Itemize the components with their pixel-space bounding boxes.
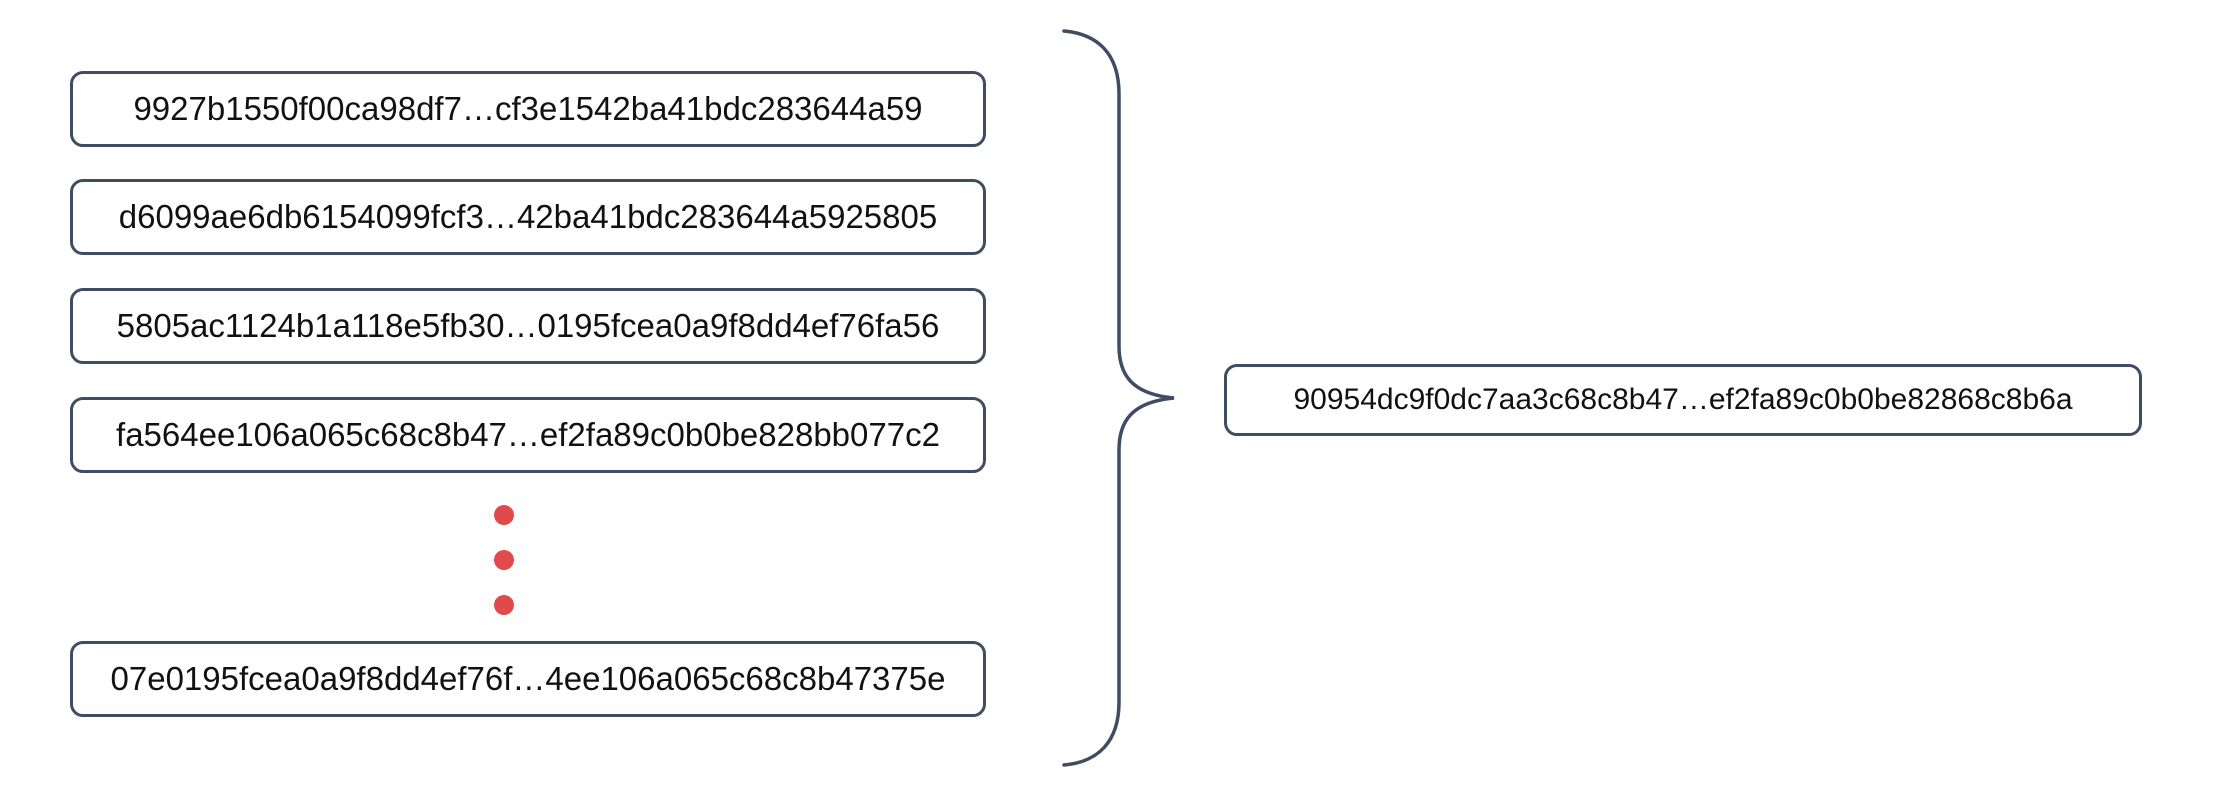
hash-block-1-text: 9927b1550f00ca98df7…cf3e1542ba41bdc28364… (133, 90, 923, 127)
combined-hash-block: 90954dc9f0dc7aa3c68c8b47…ef2fa89c0b0be82… (1224, 364, 2142, 436)
hash-block-4-text: fa564ee106a065c68c8b47…ef2fa89c0b0be828b… (116, 416, 940, 453)
hash-block-1: 9927b1550f00ca98df7…cf3e1542ba41bdc28364… (70, 71, 986, 147)
hash-block-2-text: d6099ae6db6154099fcf3…42ba41bdc283644a59… (118, 198, 938, 235)
ellipsis-dot (494, 505, 514, 525)
vertical-ellipsis (494, 505, 514, 615)
hash-block-3-text: 5805ac1124b1a118e5fb30…0195fcea0a9f8dd4e… (116, 307, 940, 344)
ellipsis-dot (494, 550, 514, 570)
hash-block-3: 5805ac1124b1a118e5fb30…0195fcea0a9f8dd4e… (70, 288, 986, 364)
hash-block-2: d6099ae6db6154099fcf3…42ba41bdc283644a59… (70, 179, 986, 255)
hash-block-last: 07e0195fcea0a9f8dd4ef76f…4ee106a065c68c8… (70, 641, 986, 717)
hash-block-4: fa564ee106a065c68c8b47…ef2fa89c0b0be828b… (70, 397, 986, 473)
ellipsis-dot (494, 595, 514, 615)
hash-block-last-text: 07e0195fcea0a9f8dd4ef76f…4ee106a065c68c8… (110, 660, 946, 697)
combined-hash-text: 90954dc9f0dc7aa3c68c8b47…ef2fa89c0b0be82… (1293, 383, 2073, 416)
